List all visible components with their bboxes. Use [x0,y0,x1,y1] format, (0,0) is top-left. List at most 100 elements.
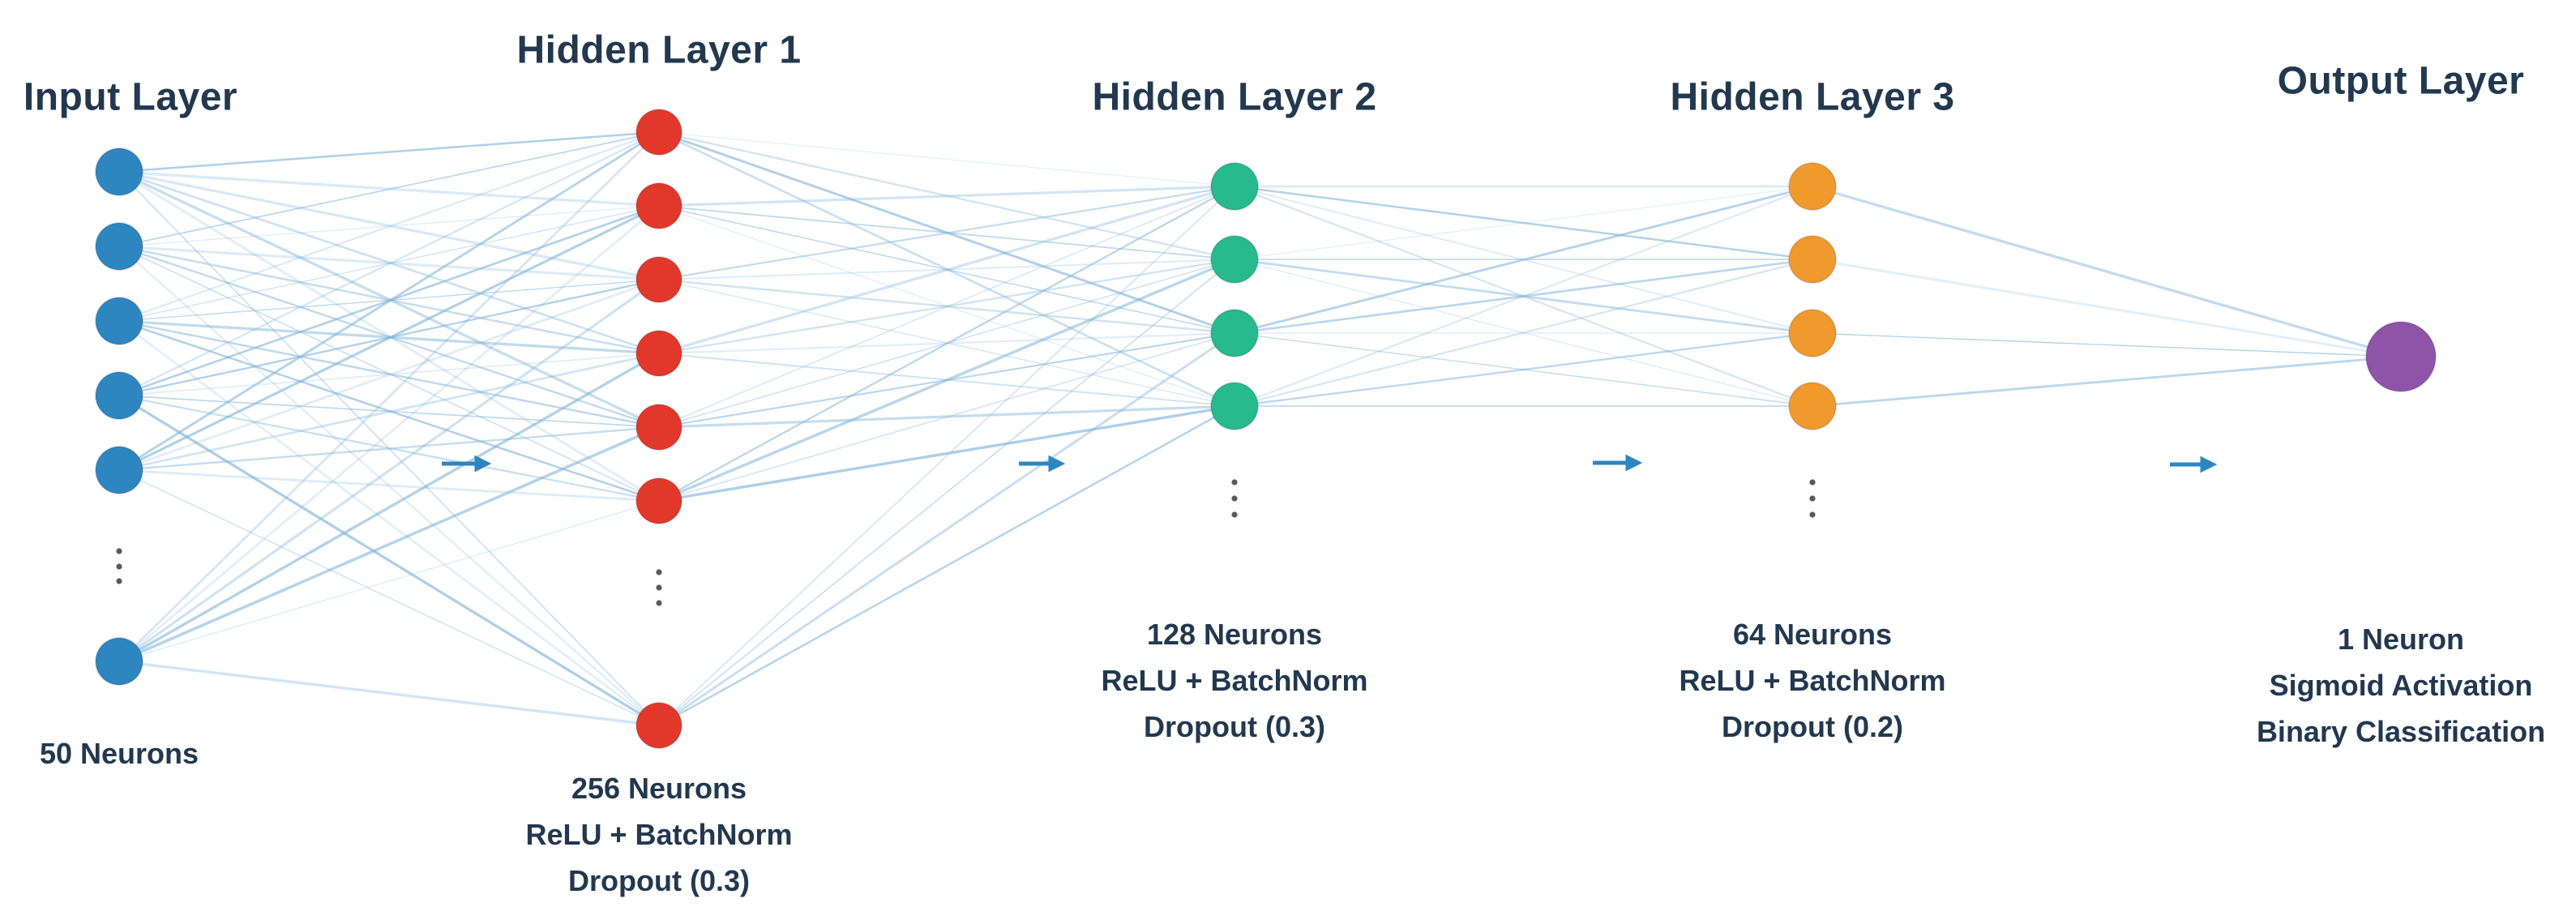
connection-line [658,332,1235,727]
connection-line [658,131,1235,187]
connection-line [118,319,660,727]
connection-line [658,404,1235,429]
output-task-label: Binary Classification [2256,715,2546,748]
connection-line [118,245,660,727]
connection-line [658,185,1235,355]
hidden-layer-1-neuron [635,330,683,377]
hidden-layer-3-neuron [1788,382,1837,430]
connection-line [658,185,1235,503]
hidden-layer-3-neuron [1788,162,1837,211]
flow-arrows [442,454,2218,473]
connection-line [118,660,660,727]
connection-line [118,469,660,726]
hidden2-neuron-count-label: 128 Neurons [1146,618,1323,651]
connection-line [658,258,1235,503]
output-activation-label: Sigmoid Activation [2269,669,2533,702]
hidden-layer-1-neuron [635,109,683,156]
hidden-layer-1-neuron [635,404,683,451]
connection-line [118,130,660,397]
connection-line [658,185,1235,207]
connection-line [1234,185,1813,335]
connection-line [118,426,660,663]
ellipsis-dot [1231,479,1238,486]
hidden2-dropout-label: Dropout (0.3) [1144,710,1325,743]
hidden3-activation-label: ReLU + BatchNorm [1679,664,1946,697]
hidden3-dropout-label: Dropout (0.2) [1722,710,1903,743]
connection-line [118,319,660,429]
input-layer-neuron [95,637,143,686]
hidden-layer-2-neuron [1210,382,1259,430]
connection-line [118,204,660,663]
input-layer-neuron [95,148,143,196]
connection-line [118,131,660,322]
layer-title-hidden-1: Hidden Layer 1 [516,28,802,72]
hidden1-activation-label: ReLU + BatchNorm [525,818,793,851]
connection-line [118,131,660,247]
connection-line [658,258,1235,355]
layer-title-hidden-3: Hidden Layer 3 [1670,75,1955,119]
ellipsis-dot [116,578,122,584]
connection-line [658,205,1235,260]
ellipsis-dot [656,569,662,575]
connection-line [118,204,660,472]
connection-line [1234,259,1813,407]
hidden-layer-2-neuron [1210,235,1259,284]
layer-title-input: Input Layer [23,75,238,119]
hidden-layer-1-neuron [635,256,683,303]
ellipsis-dot [1231,511,1238,518]
input-layer-neurons [95,148,143,686]
connection-line [1234,332,1813,408]
input-layer-neuron [95,446,143,494]
input-neuron-count-label: 50 Neurons [39,737,199,770]
layer-title-output: Output Layer [2277,59,2525,103]
ellipsis-dot [656,584,662,591]
layer-title-hidden-2: Hidden Layer 2 [1092,75,1377,119]
connection-line [1234,258,1813,408]
hidden1-dropout-label: Dropout (0.3) [568,864,750,897]
hidden3-neuron-count-label: 64 Neurons [1732,618,1893,651]
connection-line [118,278,660,472]
connection-line [118,170,660,281]
ellipsis-dot [1809,479,1816,486]
connection-line [118,171,660,726]
hidden-layer-3-neurons [1788,162,1837,518]
connection-line [118,395,660,428]
hidden-layer-3-neuron [1788,235,1837,284]
connection-line [118,170,660,355]
connection-line [118,205,660,322]
connection-line [1234,258,1813,335]
connection-line [658,205,1235,407]
connection-line [1812,332,2402,357]
hidden-layer-2-neuron [1210,162,1259,211]
ellipsis-dot [116,548,122,554]
input-layer-neuron [95,222,143,271]
connection-line [118,352,660,663]
ellipsis-dot [1809,495,1816,502]
connection-line [118,278,660,663]
input-layer-neuron [95,297,143,345]
connection-line [118,245,660,281]
connection-line [118,130,661,663]
connection-line [118,426,660,472]
connection-line [658,259,1235,726]
connection-line [658,404,1235,503]
hidden-layer-1-neuron [635,477,683,524]
connection-line [1234,185,1813,261]
input-layer-neuron [95,371,143,420]
connection-line [1234,186,1813,407]
connection-line [118,130,660,472]
ellipsis-dot [1231,495,1238,502]
connection-line [658,186,1235,428]
connection-line [118,394,660,727]
hidden-layer-2-neuron [1210,309,1259,357]
connection-line [1234,186,1813,260]
connection-line [658,404,1235,727]
hidden-layer-1-neuron [635,182,683,229]
connection-line [118,468,660,503]
ellipsis-dot [116,563,122,570]
connection-line [118,205,660,247]
hidden1-neuron-count-label: 256 Neurons [571,772,747,805]
hidden-layer-3-neuron [1788,309,1837,357]
